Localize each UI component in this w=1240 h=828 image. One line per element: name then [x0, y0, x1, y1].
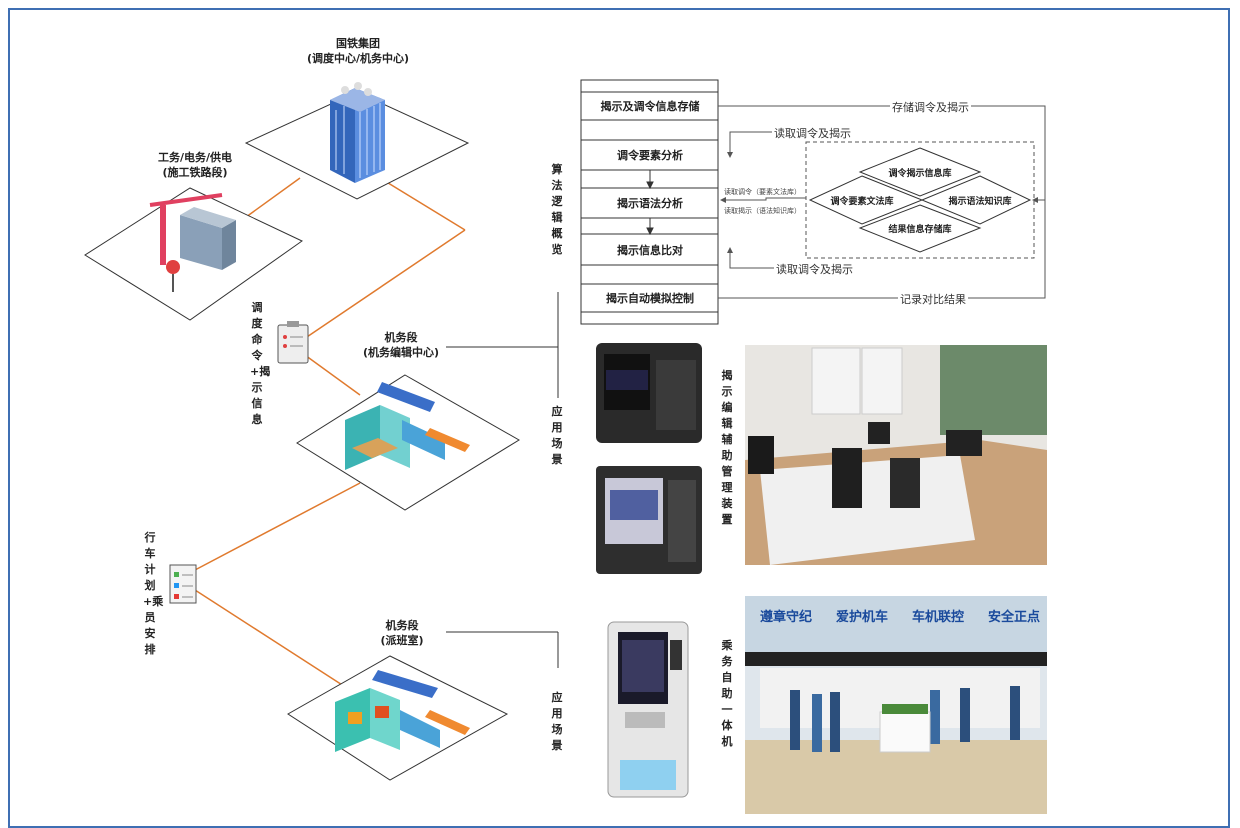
- hall-banner: 遵章守纪 爱护机车 车机联控 安全正点: [760, 606, 1040, 625]
- depot2-scene-icon: [335, 670, 470, 752]
- construction-icon: [149, 193, 236, 292]
- banner-text-2: 爱护机车: [835, 610, 888, 625]
- link-plan-depot2: [194, 589, 351, 691]
- banner-text-4: 安全正点: [987, 610, 1040, 625]
- kiosk-image: [607, 621, 689, 798]
- link-depot1-plan: [194, 482, 361, 571]
- db-order-reveal: 调令揭示信息库: [888, 169, 952, 179]
- banner-text-1: 遵章守纪: [760, 610, 813, 625]
- depot1-name: 机务段: [384, 331, 418, 344]
- device1-vertical-label: 揭示编辑辅助管理装置: [721, 369, 733, 526]
- platforms: [84, 91, 520, 781]
- crew-hall-photo: [745, 596, 1047, 814]
- flow-arrows: [646, 170, 654, 236]
- db-result-storage: 结果信息存储库: [888, 225, 952, 235]
- database-diamonds: [808, 147, 1032, 253]
- scene-label-1: 应用场景: [551, 405, 563, 466]
- device2-vertical-label: 乘务自助一体机: [721, 639, 733, 748]
- edge-label-store: 存储调令及揭示: [890, 99, 971, 115]
- dispatch-vertical-label: 调度命令+揭示信息: [250, 301, 271, 426]
- flow-chart-box: [580, 79, 719, 325]
- feedback-arrowheads: [720, 152, 1038, 253]
- clipboard-icon: [277, 321, 309, 364]
- algorithm-section-label: 算法逻辑概览: [551, 163, 563, 256]
- office-photo: [745, 345, 1047, 565]
- device1-image: [596, 343, 702, 574]
- depot2-name: 机务段: [385, 619, 419, 632]
- flow-step-store: 揭示及调令信息存储: [600, 100, 700, 113]
- bracket-lines: [446, 292, 559, 668]
- db-reveal-grammar-knowledge: 揭示语法知识库: [948, 197, 1012, 207]
- scene-label-2: 应用场景: [551, 691, 563, 752]
- db-order-element-grammar: 调令要素文法库: [830, 197, 894, 207]
- work-section-subtitle: (施工铁路段): [162, 166, 228, 179]
- edge-label-read-top: 读取调令及揭示: [772, 125, 853, 141]
- hq-name: 国铁集团: [336, 37, 380, 50]
- link-hq-depot: [379, 177, 466, 231]
- flow-step-auto-control: 揭示自动模拟控制: [606, 292, 694, 305]
- plan-vertical-label: 行车计划+乘员安排: [143, 531, 164, 656]
- flow-step-order-analysis: 调令要素分析: [617, 149, 683, 162]
- edge-label-read-reveal-small: 读取揭示（语法知识库）: [724, 207, 801, 215]
- flow-step-grammar-analysis: 揭示语法分析: [617, 197, 683, 210]
- hq-tower-icon: [330, 82, 385, 183]
- flow-step-compare: 揭示信息比对: [617, 243, 683, 257]
- link-depot-line: [297, 229, 466, 344]
- depot2-subtitle: (派班室): [380, 634, 424, 647]
- database-area: [805, 141, 1035, 259]
- plan-document-icon: [169, 564, 197, 604]
- depot1-scene-icon: [345, 382, 470, 470]
- banner-text-3: 车机联控: [911, 610, 964, 625]
- edge-label-record: 记录对比结果: [898, 291, 968, 307]
- work-section-name: 工务/电务/供电: [157, 151, 233, 164]
- depot1-subtitle: (机务编辑中心): [362, 346, 440, 359]
- edge-label-read-bottom: 读取调令及揭示: [774, 261, 855, 277]
- hq-subtitle: (调度中心/机务中心): [306, 52, 410, 65]
- edge-label-read-order-small: 读取调令（要素文法库）: [724, 188, 801, 196]
